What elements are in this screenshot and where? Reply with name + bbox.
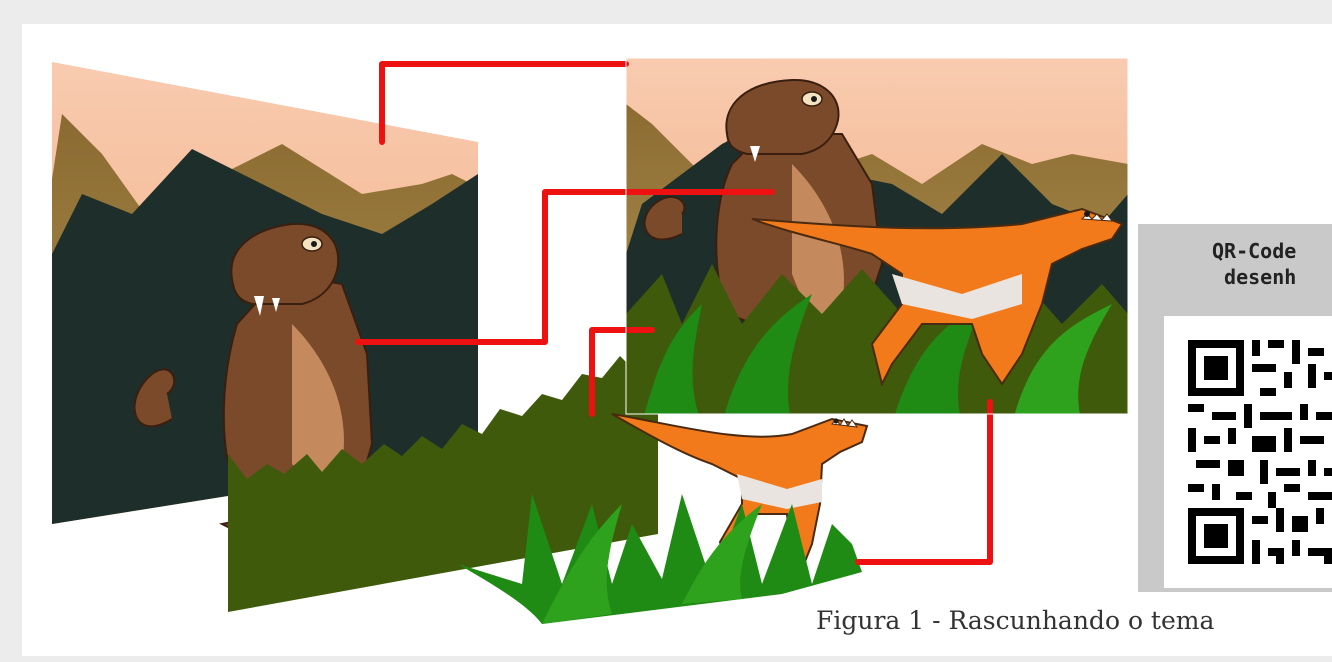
connector-raptor	[858, 402, 990, 562]
qr-code-icon	[1164, 316, 1332, 588]
qr-title-line1: QR-Code	[1212, 239, 1296, 263]
right-composed-panel	[626, 58, 1128, 424]
qr-code-title: QR-Code desenh	[1212, 238, 1296, 290]
qr-title-line2: desenh	[1224, 265, 1296, 289]
qr-code-panel: QR-Code desenh	[1138, 224, 1332, 592]
figure-caption: Figura 1 - Rascunhando o tema	[816, 606, 1214, 635]
figure-sheet: QR-Code desenh	[22, 24, 1332, 656]
connector-sky	[382, 64, 626, 142]
figure-artwork	[22, 24, 1332, 656]
qr-code-card[interactable]	[1164, 316, 1332, 588]
